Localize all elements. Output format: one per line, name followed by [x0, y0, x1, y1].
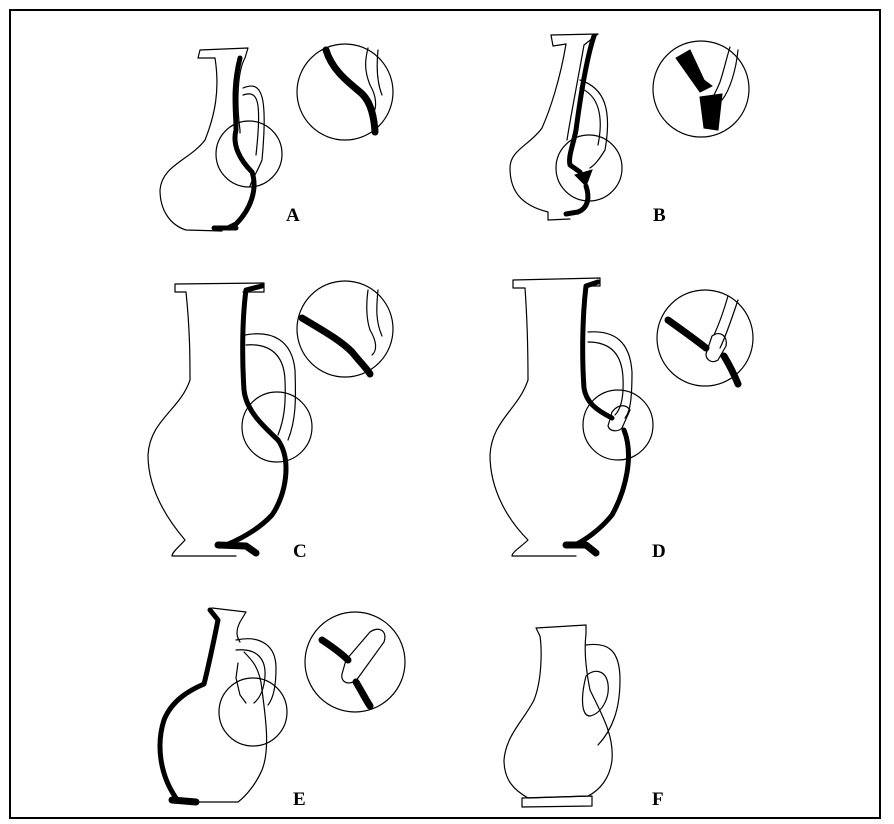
panel-label-b: B [653, 205, 666, 226]
panel-e-vessel [157, 607, 288, 806]
panel-a-vessel [159, 47, 283, 232]
panel-e-detail [304, 611, 406, 713]
panel-b-detail [652, 40, 750, 138]
panel-label-f: F [652, 789, 664, 810]
panel-d-vessel [489, 277, 654, 557]
panel-label-d: D [652, 541, 666, 562]
panel-label-e: E [293, 789, 306, 810]
panel-b-vessel [509, 33, 623, 221]
panel-d-detail [656, 289, 754, 388]
panel-c-vessel [147, 282, 313, 557]
panel-label-a: A [286, 205, 300, 226]
panel-c-detail [296, 280, 394, 378]
panel-a-detail [296, 43, 394, 141]
panel-f-vessel [503, 624, 621, 808]
panel-label-c: C [293, 541, 307, 562]
figure-frame [9, 9, 881, 819]
